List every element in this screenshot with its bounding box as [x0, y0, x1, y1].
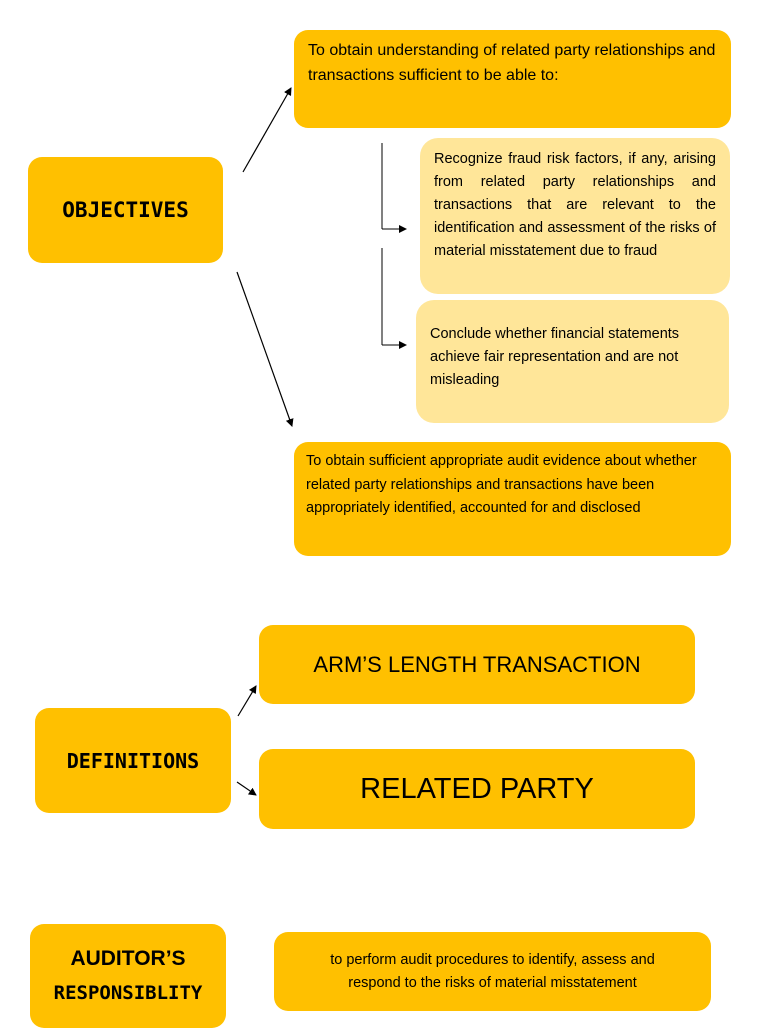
objectives-label: OBJECTIVES	[62, 198, 189, 222]
objectives-top-text: To obtain understanding of related party…	[308, 42, 716, 84]
arrow-definitions-to-arms-length	[237, 685, 257, 717]
auditor-label-line2: RESPONSIBLITY	[53, 982, 203, 1004]
arrow-objectives-to-bottom	[236, 271, 294, 427]
definitions-label: DEFINITIONS	[66, 748, 200, 773]
objectives-bottom-box: To obtain sufficient appropriate audit e…	[294, 442, 731, 556]
arrow-definitions-to-related-party	[236, 781, 257, 796]
definition-related-party-text: RELATED PARTY	[360, 772, 594, 805]
objectives-sub-item-1: Recognize fraud risk factors, if any, ar…	[420, 138, 730, 294]
objectives-bottom-text: To obtain sufficient appropriate audit e…	[306, 453, 697, 516]
auditor-label-box: AUDITOR’S RESPONSIBLITY	[30, 924, 226, 1028]
arrow-objectives-to-top	[242, 87, 292, 173]
definition-related-party: RELATED PARTY	[259, 749, 695, 829]
definition-arms-length-text: ARM’S LENGTH TRANSACTION	[313, 651, 641, 677]
objectives-label-box: OBJECTIVES	[28, 157, 223, 263]
objectives-top-box: To obtain understanding of related party…	[294, 30, 731, 128]
auditor-label-line1: AUDITOR’S	[70, 947, 186, 970]
sub-item-1-text: Recognize fraud risk factors, if any, ar…	[434, 151, 716, 259]
objectives-sub-item-2: Conclude whether financial statements ac…	[416, 300, 729, 423]
auditor-responsibility-box: to perform audit procedures to identify,…	[274, 932, 711, 1011]
sub-item-2-text: Conclude whether financial statements ac…	[430, 326, 680, 388]
definitions-label-box: DEFINITIONS	[35, 708, 231, 813]
auditor-responsibility-text: to perform audit procedures to identify,…	[330, 951, 655, 991]
definition-arms-length: ARM’S LENGTH TRANSACTION	[259, 625, 695, 704]
